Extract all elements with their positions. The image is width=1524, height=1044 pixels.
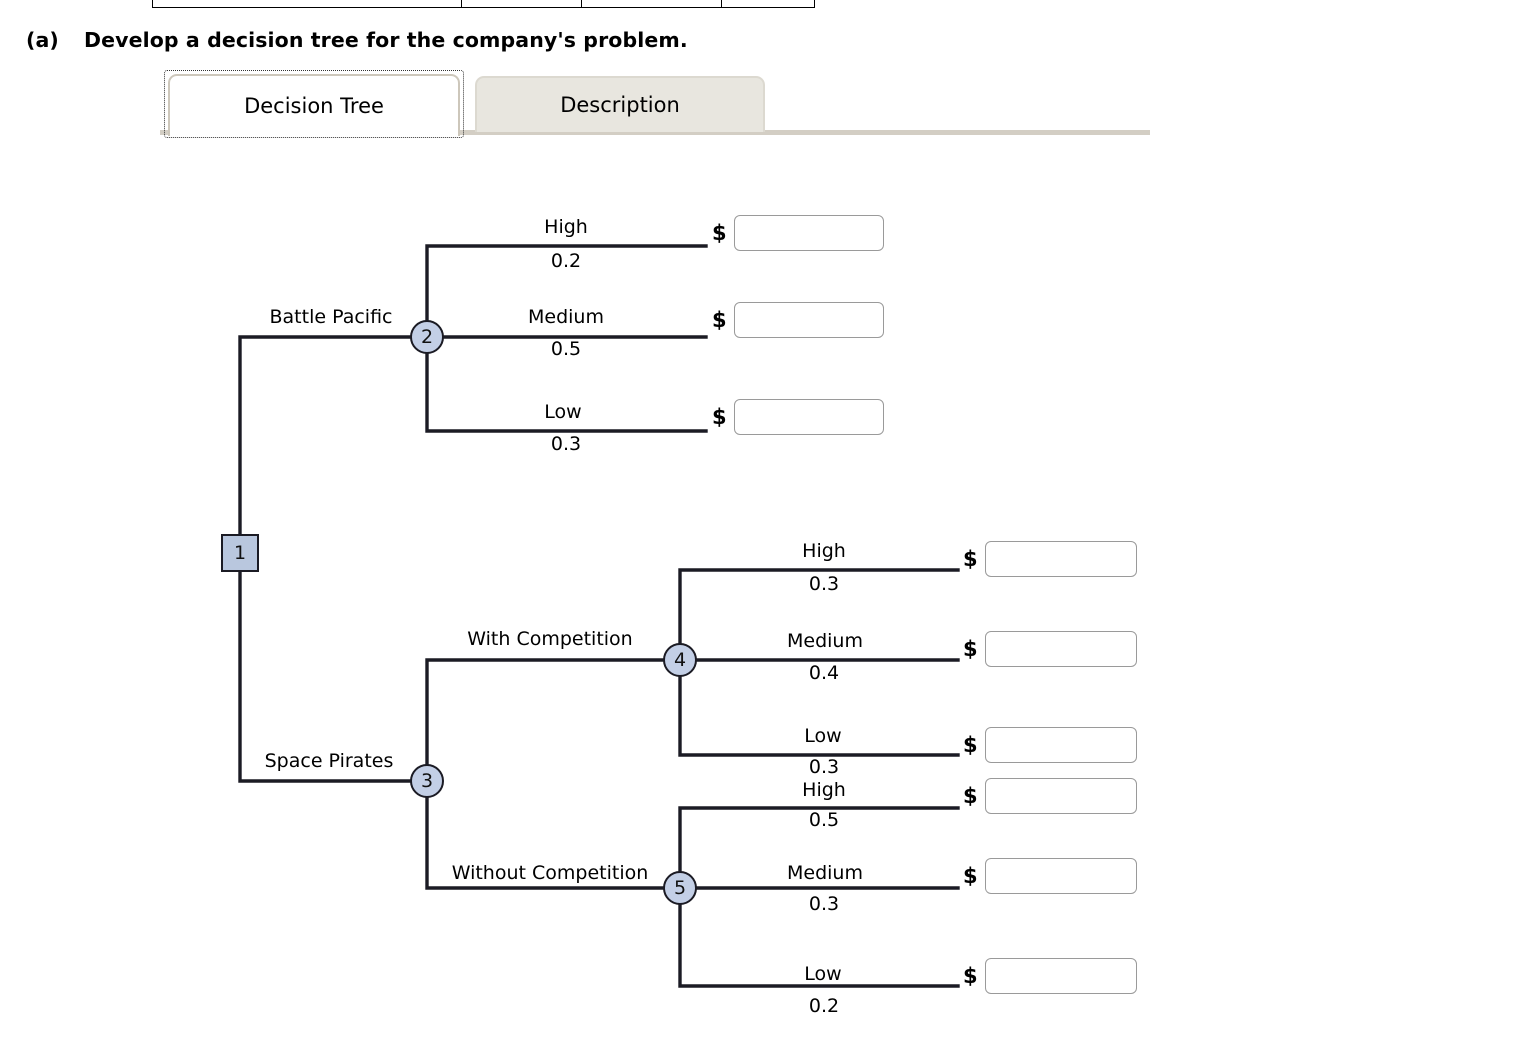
payoff-row-4-low: $: [963, 727, 1137, 763]
outcome-label-2-low: Low: [544, 401, 582, 423]
payoff-row-5-low: $: [963, 958, 1137, 994]
branch-line-without-competition: [425, 796, 665, 890]
branch-line-with-competition: [425, 658, 665, 766]
payoff-input-4-high[interactable]: [984, 541, 1137, 577]
currency-symbol: $: [963, 732, 978, 757]
branch-label-space-pirates: Space Pirates: [264, 750, 394, 772]
chance-node-2-label: 2: [420, 325, 434, 348]
currency-symbol: $: [963, 863, 978, 888]
payoff-input-4-medium[interactable]: [984, 631, 1137, 667]
outcome-probability-2-low: 0.3: [550, 433, 582, 455]
outcome-label-2-medium: Medium: [528, 306, 604, 328]
outcome-probability-2-medium: 0.5: [550, 338, 582, 360]
payoff-input-2-medium[interactable]: [733, 302, 884, 338]
question-prompt-text: Develop a decision tree for the company'…: [84, 28, 688, 52]
outcome-probability-5-high: 0.5: [808, 809, 840, 831]
currency-symbol: $: [963, 783, 978, 808]
branch-line-5-high: [678, 806, 960, 873]
outcome-label-5-high: High: [802, 779, 846, 801]
chance-node-4-label: 4: [673, 648, 687, 671]
payoff-input-2-low[interactable]: [733, 399, 884, 435]
payoff-input-2-high[interactable]: [733, 215, 884, 251]
payoff-row-4-medium: $: [963, 631, 1137, 667]
branch-line-5-low: [678, 903, 960, 988]
payoff-input-4-low[interactable]: [984, 727, 1137, 763]
payoff-row-4-high: $: [963, 541, 1137, 577]
outcome-probability-2-high: 0.2: [550, 250, 582, 272]
payoff-input-5-high[interactable]: [984, 778, 1137, 814]
tab-decision-tree[interactable]: Decision Tree: [168, 74, 460, 136]
tab-description[interactable]: Description: [475, 76, 765, 132]
payoff-input-5-low[interactable]: [984, 958, 1137, 994]
chance-node-3-label: 3: [420, 769, 434, 792]
branch-line-2-low: [425, 352, 708, 433]
branch-label-battle-pacific: Battle Pacific: [269, 306, 393, 328]
payoff-row-2-high: $: [712, 215, 884, 251]
outcome-probability-4-high: 0.3: [808, 573, 840, 595]
table-column-divider: [721, 0, 722, 7]
chance-node-5-label: 5: [673, 876, 687, 899]
currency-symbol: $: [712, 307, 727, 332]
outcome-label-5-medium: Medium: [787, 862, 863, 884]
tab-bar-underline: [160, 130, 1150, 135]
outcome-probability-5-low: 0.2: [808, 995, 840, 1017]
table-column-divider: [581, 0, 582, 7]
outcome-probability-4-low: 0.3: [808, 756, 840, 778]
chance-node-2[interactable]: 2: [410, 320, 444, 354]
currency-symbol: $: [712, 220, 727, 245]
outcome-label-4-medium: Medium: [787, 630, 863, 652]
tab-description-label: Description: [560, 93, 680, 117]
question-prompt: (a) Develop a decision tree for the compa…: [26, 28, 688, 52]
payoff-row-5-medium: $: [963, 858, 1137, 894]
chance-node-3[interactable]: 3: [410, 764, 444, 798]
payoff-row-2-low: $: [712, 399, 884, 435]
currency-symbol: $: [712, 404, 727, 429]
decision-node-1[interactable]: 1: [221, 534, 259, 572]
question-part-label: (a): [26, 28, 59, 52]
branch-line-4-low: [678, 675, 960, 757]
truncated-table-above: [152, 0, 815, 8]
payoff-row-2-medium: $: [712, 302, 884, 338]
payoff-input-5-medium[interactable]: [984, 858, 1137, 894]
outcome-label-4-low: Low: [804, 725, 842, 747]
chance-node-4[interactable]: 4: [663, 643, 697, 677]
branch-label-with-competition: With Competition: [467, 628, 633, 650]
outcome-label-5-low: Low: [804, 963, 842, 985]
decision-node-1-label: 1: [233, 541, 247, 564]
outcome-probability-4-medium: 0.4: [808, 662, 840, 684]
branch-label-without-competition: Without Competition: [451, 862, 649, 884]
outcome-label-2-high: High: [544, 216, 588, 238]
tab-bar: Decision Tree Description: [160, 70, 1150, 138]
currency-symbol: $: [963, 963, 978, 988]
outcome-probability-5-medium: 0.3: [808, 893, 840, 915]
payoff-row-5-high: $: [963, 778, 1137, 814]
tab-decision-tree-label: Decision Tree: [244, 94, 384, 118]
currency-symbol: $: [963, 636, 978, 661]
outcome-label-4-high: High: [802, 540, 846, 562]
branch-line-space-pirates: [238, 570, 412, 783]
branch-line-battle-pacific: [238, 335, 412, 536]
currency-symbol: $: [963, 546, 978, 571]
branch-line-4-high: [678, 568, 960, 645]
branch-line-2-high: [425, 244, 708, 322]
chance-node-5[interactable]: 5: [663, 871, 697, 905]
table-column-divider: [461, 0, 462, 7]
